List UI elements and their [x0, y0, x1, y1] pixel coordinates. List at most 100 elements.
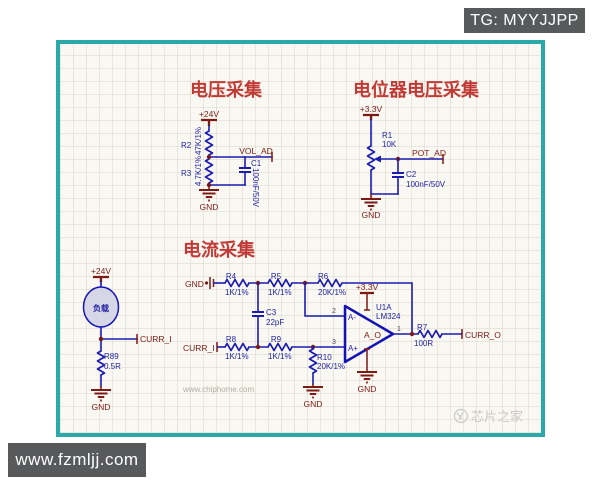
chip-logo-icon	[453, 408, 469, 424]
voltage-section: 电压采集 +24V R2 47K/1% VOL_AD C1 100nF/50V	[181, 79, 273, 212]
r89-ref: R89	[104, 352, 119, 361]
r4-value: 1K/1%	[225, 288, 249, 297]
load-label: 负载	[93, 303, 109, 313]
junction-dot	[206, 154, 212, 160]
capacitor-c1: C1 100nF/50V	[239, 156, 262, 208]
resistor-r5: R5 1K/1%	[267, 272, 293, 297]
resistor-r9: R9 1K/1%	[267, 335, 293, 361]
junction-dot	[98, 336, 104, 342]
capacitor-c3: C3 22pF	[252, 282, 284, 348]
resistor-r7: R7 100R	[414, 323, 443, 348]
r7-ref: R7	[417, 323, 428, 332]
resistor-r10: R10 20K/1% GND	[303, 346, 345, 409]
current-section: 电流采集 +24V 负载 CURR_I R89 0.5R	[82, 239, 501, 412]
resistor-r2: R2 47K/1%	[181, 127, 214, 156]
gnd-label: GND	[92, 402, 111, 412]
port-dot	[204, 281, 209, 285]
r1-value: 10K	[382, 140, 397, 149]
load-branch: +24V 负载 CURR_I R89 0.5R GND	[82, 266, 172, 412]
noninverting-input-label: A+	[348, 344, 358, 353]
opamp-power-label: +3.3V	[356, 282, 379, 292]
gnd-symbol: GND	[91, 386, 111, 412]
pin-2: 2	[332, 308, 336, 315]
current-title: 电流采集	[183, 239, 256, 260]
r3-value: 4.7K/1%	[194, 156, 203, 186]
resistor-r6: R6 20K/1%	[317, 272, 346, 297]
schematic-frame	[56, 40, 545, 437]
r3-ref: R3	[181, 169, 192, 178]
opamp-triangle	[343, 304, 395, 364]
r5-ref: R5	[271, 272, 282, 281]
r6-value: 20K/1%	[318, 288, 346, 297]
opamp-u1a: 2 A- 3 A+ +3.3V U1A LM324 A_O 1 GND	[332, 282, 401, 394]
r1-ref: R1	[382, 131, 393, 140]
gnd-symbol: GND	[361, 194, 381, 220]
gnd-port-tick	[209, 277, 215, 289]
top-input-row: GND R4 1K/1% R5 1K/1%	[185, 272, 413, 335]
site-badge: www.fzmljj.com	[8, 443, 146, 477]
power-label: +24V	[199, 109, 219, 119]
resistor-r4: R4 1K/1%	[224, 272, 250, 297]
gnd-symbol: GND	[303, 384, 323, 409]
out-net-label: A_O	[364, 330, 381, 340]
pot-ad-port: POT_AD	[412, 148, 446, 158]
junction-dot	[409, 331, 415, 337]
resistor-r8: R8 1K/1%	[224, 335, 250, 361]
voltage-title: 电压采集	[190, 79, 263, 100]
c1-ref: C1	[251, 159, 262, 168]
c2-ref: C2	[406, 170, 417, 179]
opamp-part: LM324	[376, 312, 401, 321]
power-label: +24V	[91, 266, 111, 276]
resistor-r3: R3 4.7K/1%	[181, 156, 214, 186]
vol-ad-port: VOL_AD	[239, 146, 273, 156]
r4-ref: R4	[226, 272, 237, 281]
curr-i-input-port: CURR_I	[183, 343, 215, 353]
r9-ref: R9	[271, 335, 282, 344]
gnd-symbol: GND	[357, 371, 377, 394]
capacitor-c2: C2 100nF/50V	[392, 158, 446, 195]
power-3v3-symbol: +3.3V	[360, 104, 383, 120]
r7-value: 100R	[414, 339, 433, 348]
inverting-input-label: A-	[348, 313, 356, 322]
bottom-input-row: CURR_I R8 1K/1% R9 1K/1%	[183, 335, 346, 361]
gnd-label: GND	[304, 399, 323, 409]
gnd-label: GND	[358, 384, 377, 394]
r8-ref: R8	[226, 335, 237, 344]
pin-3: 3	[332, 339, 336, 346]
c3-ref: C3	[266, 308, 277, 317]
output-row: R7 100R CURR_O	[392, 323, 501, 348]
r10-ref: R10	[317, 353, 332, 362]
resistor-r89: R89 0.5R	[96, 350, 121, 376]
brand-text: 芯片之家	[471, 409, 523, 424]
curr-i-port: CURR_I	[140, 334, 172, 344]
potentiometer-r1: R1 10K	[366, 131, 397, 171]
gnd-input-port: GND	[185, 279, 204, 289]
r89-value: 0.5R	[104, 362, 121, 371]
r9-value: 1K/1%	[268, 352, 292, 361]
curr-o-port: CURR_O	[465, 330, 501, 340]
inverting-input-wire	[304, 282, 346, 317]
wiper-arrow	[374, 155, 381, 163]
r8-value: 1K/1%	[225, 352, 249, 361]
power-label: +3.3V	[360, 104, 383, 114]
c1-value: 100nF/50V	[251, 168, 260, 208]
r5-value: 1K/1%	[268, 288, 292, 297]
c3-value: 22pF	[266, 318, 284, 327]
r2-value: 47K/1%	[194, 127, 203, 155]
chiphome-watermark: www.chiphome.com	[182, 385, 254, 394]
feedback-wire	[341, 282, 413, 335]
r10-value: 20K/1%	[317, 362, 345, 371]
pot-title: 电位器电压采集	[353, 79, 480, 100]
c2-value: 100nF/50V	[406, 180, 446, 189]
gnd-label: GND	[362, 210, 381, 220]
gnd-symbol: GND	[199, 185, 219, 212]
gnd-label: GND	[200, 202, 219, 212]
tg-badge: TG: MYYJJPP	[464, 8, 585, 33]
r2-ref: R2	[181, 141, 192, 150]
brand-watermark: 芯片之家	[453, 408, 523, 424]
r6-ref: R6	[318, 272, 329, 281]
pot-section: 电位器电压采集 +3.3V R1 10K POT_AD C2 100nF/50V	[353, 79, 480, 220]
opamp-ref: U1A	[376, 303, 392, 312]
